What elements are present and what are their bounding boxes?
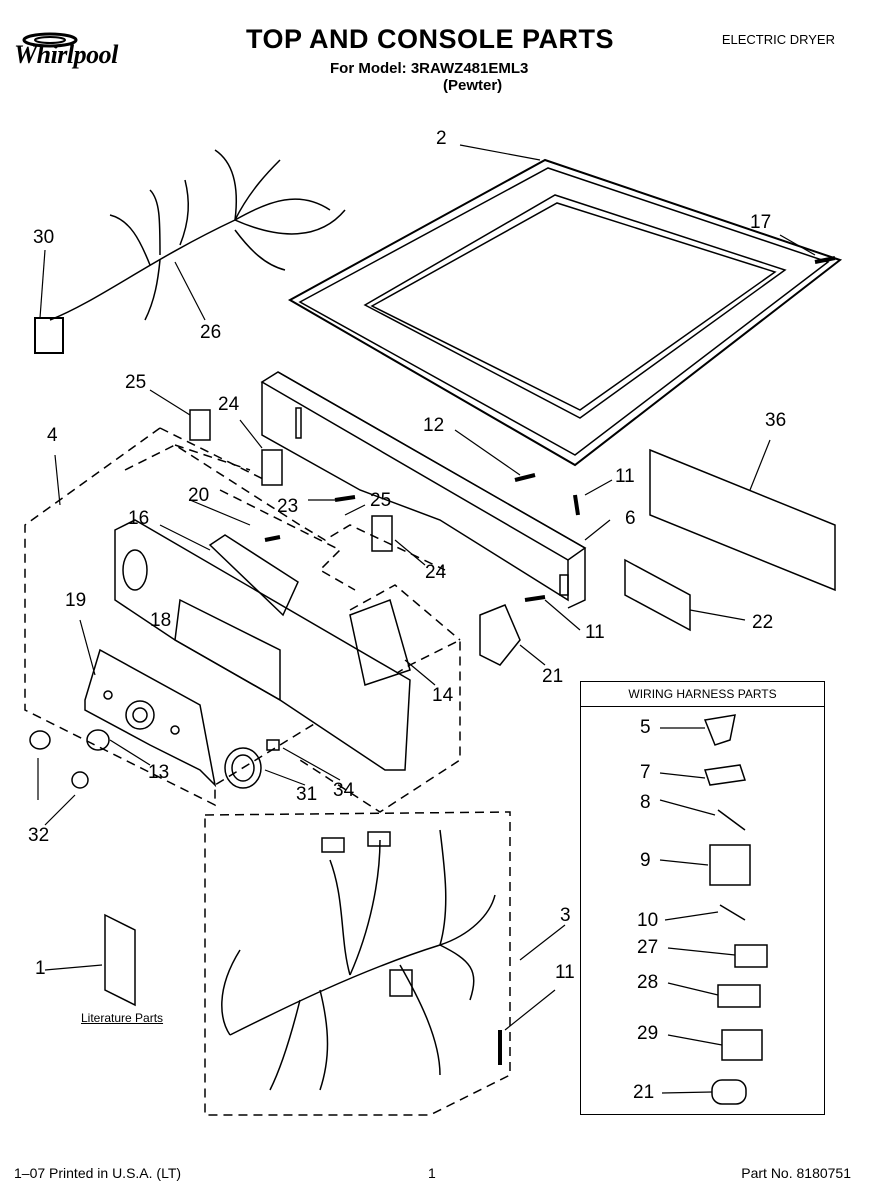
literature-parts-label: Literature Parts	[81, 1011, 164, 1025]
callout-28: 26	[200, 322, 222, 343]
callout-14: 14	[432, 685, 454, 706]
whirlpool-logo-icon	[22, 32, 78, 48]
callout-1: 1	[35, 958, 46, 979]
control-board-14	[349, 599, 411, 686]
callout-2: 2	[436, 128, 447, 149]
callout-18: 19	[65, 590, 87, 611]
console-front-panel	[114, 519, 411, 771]
screw-22	[334, 495, 356, 502]
switch-24	[371, 515, 393, 552]
callout-5: 5	[640, 717, 651, 738]
callout-15: 16	[128, 508, 150, 529]
literature-booklet	[104, 913, 136, 1007]
callout-8: 8	[640, 792, 651, 813]
screw-11b	[524, 595, 546, 602]
callout-3: 3	[560, 905, 571, 926]
switch-20	[479, 604, 521, 666]
callout-12: 12	[423, 415, 445, 436]
switch-27	[189, 409, 211, 441]
callout-10: 10	[637, 910, 659, 931]
callout-21: 21	[633, 1082, 655, 1103]
wiring-part-shapes	[703, 714, 768, 1105]
callout-36: 34	[333, 780, 355, 801]
callout-26: 24	[218, 394, 240, 415]
console-rear-panel	[260, 371, 587, 609]
brand-logo: Whirlpool	[14, 40, 118, 69]
product-category: ELECTRIC DRYER	[721, 32, 835, 47]
callout-29: 27	[637, 937, 659, 958]
electronic-board-23	[624, 558, 691, 632]
callout-33: 31	[296, 784, 318, 805]
switch-26	[261, 449, 283, 486]
control-panel	[84, 648, 217, 788]
control-board-15	[208, 534, 299, 617]
leader-lines	[37, 144, 816, 1094]
main-harness-3	[221, 829, 496, 1091]
wire-harness-28	[34, 149, 346, 354]
part-number: Part No. 8180751	[741, 1165, 851, 1181]
model-color: (Pewter)	[443, 77, 503, 94]
callout-20: 21	[542, 666, 564, 687]
callout-17: 18	[150, 610, 172, 631]
screw-11	[573, 494, 580, 516]
callout-24: 24	[425, 562, 447, 583]
wiring-harness-title: WIRING HARNESS PARTS	[580, 681, 825, 707]
insulation-35	[649, 448, 836, 592]
console-assembly-outline	[24, 427, 461, 813]
callout-25: 25	[370, 490, 392, 511]
callout-22: 23	[277, 496, 299, 517]
callout-32: 30	[33, 227, 55, 248]
page-title: TOP AND CONSOLE PARTS	[245, 24, 615, 54]
screw-16	[814, 256, 836, 264]
callout-11-a: 11	[615, 466, 635, 487]
callout-16: 17	[750, 212, 772, 233]
knobs	[29, 729, 280, 789]
callout-4: 4	[47, 425, 58, 446]
callout-19: 20	[188, 485, 210, 506]
model-number: For Model: 3RAWZ481EML3	[330, 60, 529, 77]
callout-7: 7	[640, 762, 651, 783]
callout-23: 22	[752, 612, 774, 633]
wiring-harness-box	[580, 681, 825, 1115]
callout-11-b: 11	[585, 622, 605, 643]
callout-13: 13	[148, 762, 170, 783]
screw-19	[264, 535, 281, 542]
callout-34: 32	[28, 825, 50, 846]
callout-35: 36	[765, 410, 787, 431]
main-harness-outline	[204, 811, 511, 1116]
callout-6: 6	[625, 508, 636, 529]
callout-27: 25	[125, 372, 147, 393]
callout-9: 9	[640, 850, 651, 871]
callout-31: 29	[637, 1023, 659, 1044]
page-number: 1	[428, 1165, 436, 1181]
print-info: 1–07 Printed in U.S.A. (LT)	[14, 1165, 182, 1181]
screw-12	[514, 473, 536, 482]
callout-30: 28	[637, 972, 659, 993]
callout-11-c: 11	[555, 962, 575, 983]
top-panel	[287, 158, 843, 467]
